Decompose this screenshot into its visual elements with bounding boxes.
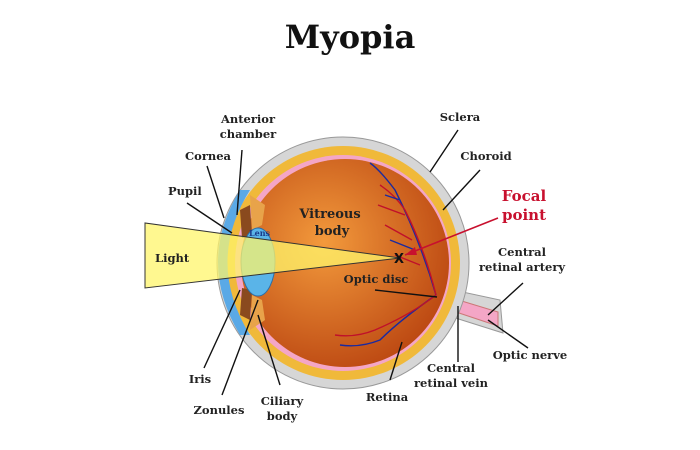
label-lens: Lens [249, 228, 271, 238]
label-focal-point-2: point [502, 206, 546, 224]
label-optic-nerve: Optic nerve [493, 348, 567, 362]
label-choroid: Choroid [460, 149, 511, 163]
label-pupil: Pupil [168, 184, 202, 198]
label-central-retinal-vein-1: Central [427, 361, 476, 375]
label-vitreous-body-2: body [315, 224, 350, 239]
leader-lines [186, 129, 529, 396]
label-anterior-chamber-1: Anterior [220, 112, 276, 126]
label-vitreous-body-1: Vitreous [298, 207, 360, 222]
label-central-retinal-artery-2: retinal artery [479, 260, 565, 274]
focal-point-marker: X [394, 252, 404, 267]
label-sclera: Sclera [440, 110, 481, 124]
label-central-retinal-artery-1: Central [498, 245, 547, 259]
blood-vessels [334, 162, 437, 347]
label-ciliary-body-1: Ciliary [261, 394, 304, 408]
label-optic-disc: Optic disc [344, 272, 409, 286]
diagram-title: Myopia [284, 18, 416, 56]
label-anterior-chamber-2: chamber [220, 127, 277, 141]
label-ciliary-body-2: body [267, 409, 298, 423]
label-light: Light [155, 251, 190, 265]
label-iris: Iris [189, 372, 211, 386]
light-beam [144, 222, 401, 289]
label-zonules: Zonules [194, 403, 245, 417]
label-central-retinal-vein-2: retinal vein [414, 376, 489, 390]
cornea [218, 190, 250, 335]
label-focal-point-1: Focal [502, 187, 547, 205]
label-cornea: Cornea [185, 149, 232, 163]
label-retina: Retina [366, 390, 409, 404]
